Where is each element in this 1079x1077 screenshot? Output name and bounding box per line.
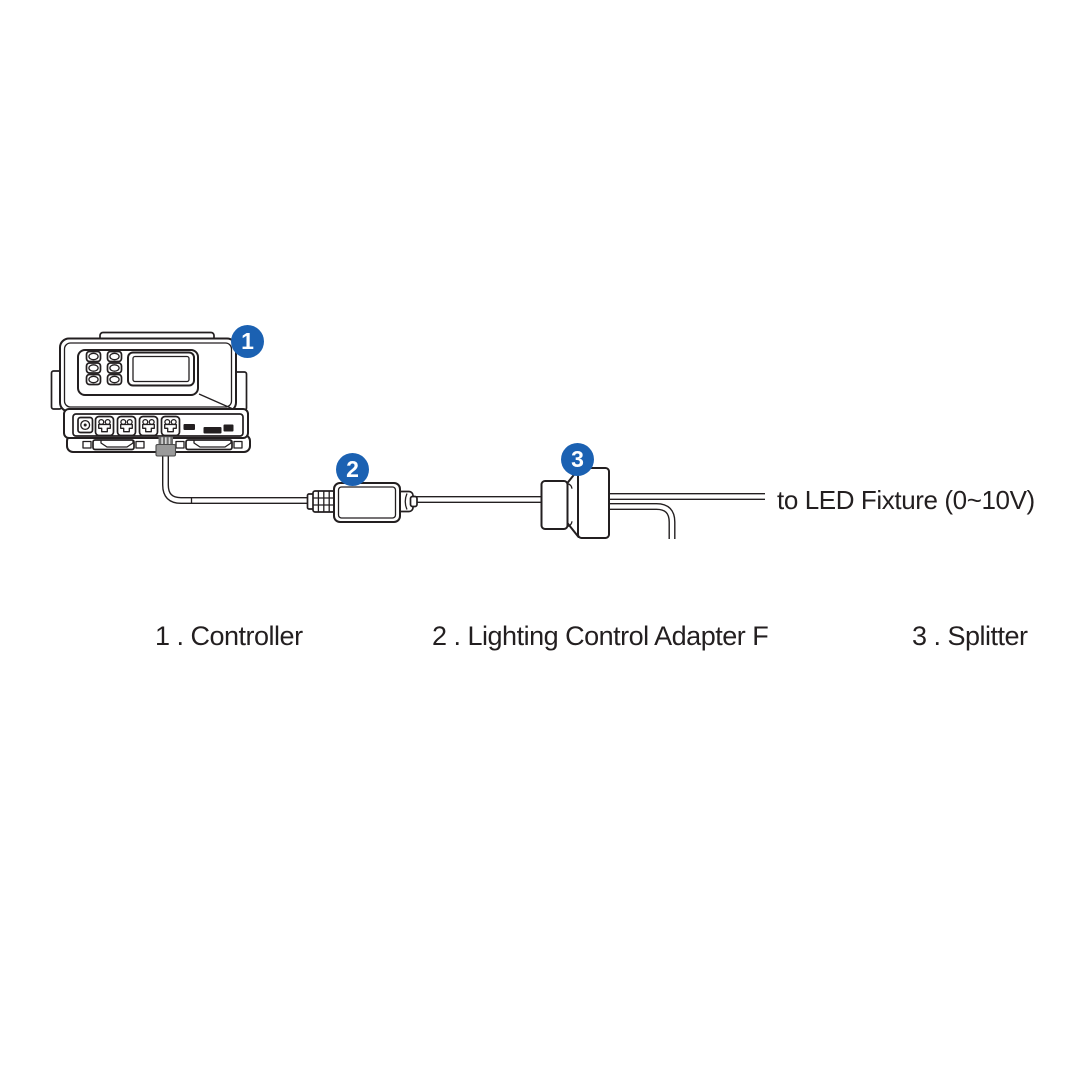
rj-port-frame <box>160 415 181 437</box>
clip-tab <box>193 440 232 448</box>
clip-end <box>82 440 92 449</box>
badge-number: 3 <box>571 445 584 472</box>
splitter-notch <box>567 482 573 489</box>
callout-badge-2: 2 <box>336 452 369 486</box>
controller-body-inner-line <box>63 342 233 408</box>
controller-buttons <box>85 350 123 386</box>
callout-badge-1: 1 <box>231 324 264 358</box>
cable-core <box>163 451 321 503</box>
screen-glass <box>132 355 190 383</box>
rj-port-frame <box>94 415 115 437</box>
clip-end <box>175 440 185 449</box>
rj-port-key <box>98 423 111 433</box>
legend-item-splitter: 3 . Splitter <box>912 621 1028 651</box>
clip-body <box>185 439 233 451</box>
screen-frame <box>127 351 195 387</box>
button-dot <box>88 352 99 361</box>
splitter-notch <box>567 521 573 528</box>
legend-item-controller: 1 . Controller <box>155 621 303 651</box>
legend-item-adapter: 2 . Lighting Control Adapter F <box>432 621 769 651</box>
rj-port-key <box>120 423 133 433</box>
cable-controller-to-adapter <box>162 451 321 504</box>
button-dot <box>109 364 120 372</box>
badge-number: 1 <box>241 327 254 354</box>
rj-port-frame <box>138 415 159 437</box>
clip-end <box>135 440 145 449</box>
cable-outline <box>162 451 321 504</box>
rj-port-4 <box>160 415 181 437</box>
adapter-illustration <box>306 482 418 523</box>
adapter-body <box>333 482 401 523</box>
rj-port-2 <box>116 415 137 437</box>
rj-port-key <box>142 423 155 433</box>
splitter-illustration <box>540 467 610 539</box>
splitter-inlet-block <box>540 480 569 530</box>
power-port <box>77 416 94 434</box>
rj-port-key <box>164 423 177 433</box>
button-dot <box>109 352 120 361</box>
plug-pin-stripe <box>168 437 171 445</box>
io-slots <box>183 424 234 434</box>
strain-relief-ribs <box>313 491 335 512</box>
adapter-body-inner <box>337 486 397 519</box>
clip-tab <box>100 440 134 448</box>
rj-port-1 <box>94 415 115 437</box>
clip-body <box>92 439 135 451</box>
adapter-plug-curve <box>404 493 408 510</box>
wire-splitter-branch <box>599 503 676 539</box>
splitter-flare <box>566 468 580 538</box>
controller-illustration <box>50 331 251 453</box>
plug-body <box>155 443 177 457</box>
clip-end <box>233 440 243 449</box>
plug-pin-stripe <box>161 437 163 445</box>
rj-port-3 <box>138 415 159 437</box>
slot <box>203 427 222 434</box>
cable-plug <box>155 436 177 457</box>
slot <box>223 424 234 432</box>
mounting-clip-right <box>175 439 243 451</box>
slot <box>183 424 195 430</box>
fixture-label: to LED Fixture (0~10V) <box>777 485 1035 515</box>
plug-pin-stripe <box>165 437 167 445</box>
adapter-plug-nub <box>409 495 418 508</box>
power-port-pin <box>83 423 87 427</box>
splitter-body <box>577 467 610 539</box>
rj-port-frame <box>116 415 137 437</box>
wire-core <box>599 504 675 539</box>
badge-number: 2 <box>346 455 359 482</box>
adapter-strain-relief <box>312 490 336 513</box>
mounting-clip-left <box>82 439 145 451</box>
controller-screen <box>127 351 195 387</box>
button-dot <box>88 375 99 384</box>
button-dot <box>88 364 99 372</box>
controller-fold-line <box>198 393 234 410</box>
callout-badge-3: 3 <box>561 442 594 476</box>
button-dot <box>109 375 120 384</box>
power-port-ring <box>80 419 91 431</box>
